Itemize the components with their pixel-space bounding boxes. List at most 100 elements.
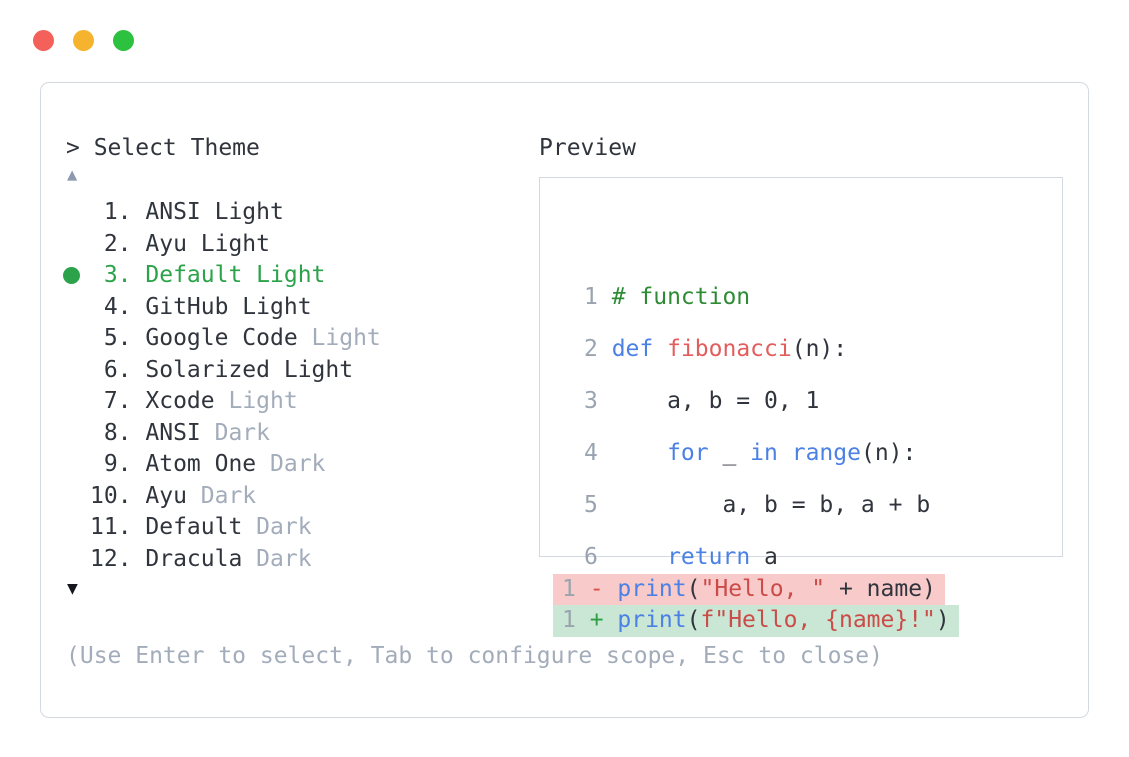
minimize-button[interactable] — [73, 30, 94, 51]
theme-item-github-light[interactable]: 4. GitHub Light — [63, 292, 381, 324]
line-number: 6 — [584, 544, 598, 570]
token-kw: in — [750, 440, 778, 466]
keyboard-hint: (Use Enter to select, Tab to configure s… — [66, 643, 883, 669]
dot-placeholder — [63, 425, 80, 442]
line-number: 1 — [562, 575, 576, 602]
theme-number: 4. — [103, 293, 132, 320]
line-number: 2 — [584, 336, 598, 362]
theme-name: Xcode — [145, 388, 215, 414]
theme-name: Default — [145, 514, 243, 540]
theme-number: 11. — [90, 514, 132, 540]
dot-placeholder — [63, 204, 80, 221]
token-pl: + name) — [825, 575, 936, 602]
scroll-up-icon[interactable]: ▲ — [67, 165, 78, 185]
preview-title: Preview — [539, 135, 636, 161]
theme-item-ansi-light[interactable]: 1. ANSI Light — [63, 197, 381, 229]
line-number: 3 — [584, 388, 598, 414]
theme-name: ANSI — [145, 419, 201, 446]
close-button[interactable] — [33, 30, 54, 51]
theme-variant: Dark — [270, 451, 326, 477]
code-line-8: 1- print("Hello, " + name) — [553, 573, 1062, 605]
theme-item-xcode[interactable]: 7. Xcode Light — [63, 386, 381, 418]
code-line-1: 1 # function — [562, 230, 1062, 310]
theme-name: GitHub Light — [145, 293, 312, 320]
theme-name: Google Code — [145, 325, 298, 351]
code-line-6: 6 return a — [562, 490, 1062, 570]
dot-placeholder — [63, 393, 80, 410]
code-line-4: 4 for _ in range(n): — [562, 386, 1062, 466]
theme-variant: Dark — [200, 482, 257, 509]
dot-placeholder — [63, 488, 80, 505]
token-pl: a — [750, 544, 778, 570]
theme-number: 12. — [90, 545, 132, 572]
token-pl: a, b = 0, 1 — [611, 388, 820, 414]
theme-variant: Light — [311, 325, 381, 351]
theme-item-google-code[interactable]: 5. Google Code Light — [63, 323, 381, 355]
theme-name: ANSI Light — [145, 199, 284, 225]
token-kw: print — [617, 575, 687, 602]
line-content: 6 return a — [584, 542, 778, 574]
token-com: # function — [611, 284, 751, 310]
dot-placeholder — [63, 330, 80, 347]
token-pl: ) — [935, 607, 950, 633]
theme-number: 6. — [103, 356, 132, 383]
token-pl: ( — [686, 607, 701, 633]
zoom-button[interactable] — [113, 30, 134, 51]
theme-name: Dracula — [145, 545, 243, 572]
theme-name: Ayu Light — [145, 230, 270, 257]
theme-item-solarized-light[interactable]: 6. Solarized Light — [63, 355, 381, 387]
token-pl: (n): — [791, 336, 848, 362]
theme-number: 1. — [103, 199, 132, 225]
token-kw: print — [617, 607, 687, 633]
token-str: f"Hello, {name}!" — [700, 607, 936, 633]
dot-placeholder — [63, 456, 80, 473]
theme-item-ayu-light[interactable]: 2. Ayu Light — [63, 229, 381, 261]
token-pl — [778, 440, 792, 466]
theme-name: Ayu — [145, 482, 187, 509]
theme-number: 5. — [103, 325, 132, 351]
line-number: 5 — [584, 492, 598, 518]
line-content: 1- print("Hello, " + name) — [553, 573, 945, 605]
scroll-down-icon[interactable]: ▼ — [67, 578, 78, 599]
token-fn: fibonacci — [667, 336, 792, 362]
theme-number: 9. — [103, 451, 132, 477]
theme-variant: Light — [228, 388, 298, 414]
token-kw: return — [667, 544, 751, 570]
theme-name: Default Light — [145, 262, 326, 288]
line-number: 1 — [562, 607, 576, 633]
dot-placeholder — [63, 236, 80, 253]
line-content: 3 a, b = 0, 1 — [584, 386, 819, 418]
token-minus: - — [589, 575, 618, 602]
token-pl: _ — [708, 440, 751, 466]
token-kw: range — [791, 440, 861, 466]
line-content: 2 def fibonacci(n): — [584, 334, 847, 366]
code-line-2: 2 def fibonacci(n): — [562, 282, 1062, 362]
dot-placeholder — [63, 519, 80, 536]
theme-item-ayu[interactable]: 10. Ayu Dark — [63, 481, 381, 513]
token-pl: a, b = b, a + b — [611, 492, 931, 518]
dot-placeholder — [63, 551, 80, 568]
theme-number: 7. — [103, 388, 132, 414]
code-line-9: 1+ print(f"Hello, {name}!") — [553, 605, 1062, 637]
line-content: 4 for _ in range(n): — [584, 438, 916, 470]
token-kw: def — [611, 336, 654, 362]
line-number: 1 — [584, 284, 598, 310]
theme-number: 10. — [90, 482, 132, 509]
token-pl: ( — [686, 575, 701, 602]
token-pl — [612, 440, 667, 466]
theme-item-default-light[interactable]: 3.Default Light — [63, 260, 381, 292]
line-content: 5 a, b = b, a + b — [584, 490, 930, 522]
token-kw: for — [667, 440, 709, 466]
token-pl — [612, 544, 667, 570]
theme-variant: Dark — [214, 419, 270, 446]
theme-name: Solarized Light — [145, 356, 354, 383]
theme-number: 2. — [103, 230, 132, 257]
code-line-3: 3 a, b = 0, 1 — [562, 334, 1062, 414]
line-content: 1+ print(f"Hello, {name}!") — [553, 605, 959, 637]
